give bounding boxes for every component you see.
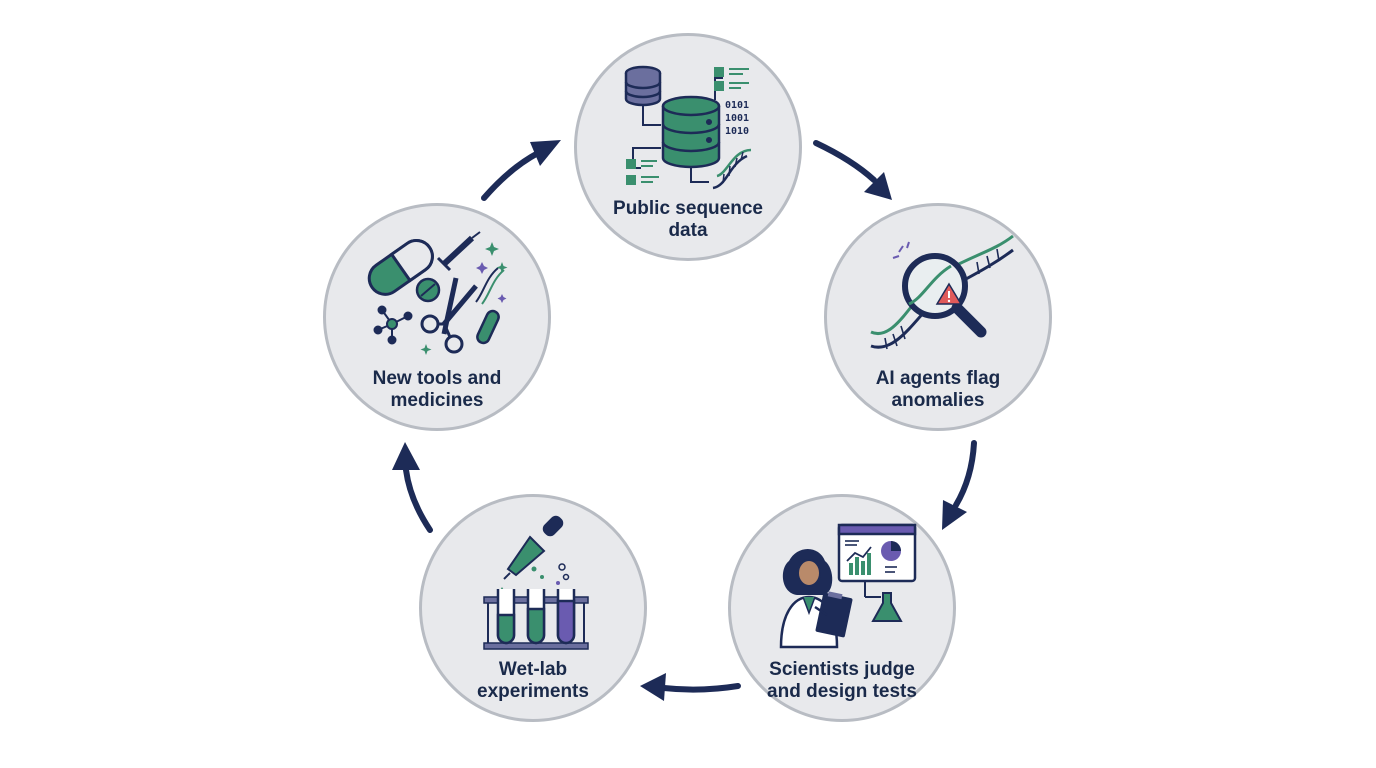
node-ai-agents-flag-anomalies: AI agents flag anomalies [824,203,1052,431]
arrow-wetlab-to-tools [392,442,433,533]
binary-line-2: 1001 [725,113,749,124]
label-line-2: anomalies [891,390,985,411]
syringe-icon [436,231,481,272]
node-new-tools-and-medicines: New tools and medicines [323,203,551,431]
test-tube-icon [476,309,500,345]
pill-scissors-icon [367,231,508,355]
label-line-2: experiments [477,681,589,702]
binary-line-3: 1010 [725,126,749,137]
database-icon: 0101 1001 1010 [624,65,752,190]
node-wet-lab-experiments: Wet-lab experiments [419,494,647,722]
scientist-icon [779,549,853,649]
binary-line-1: 0101 [725,100,749,111]
arrow-scientists-to-wetlab [640,673,741,701]
arrow-tools-to-data [481,140,561,201]
label-line-1: New tools and [372,368,502,389]
scissors-icon [420,277,478,354]
label-public-sequence-data: Public sequence data [591,198,785,242]
label-ai-agents-flag-anomalies: AI agents flag anomalies [841,368,1035,412]
label-line-2: data [668,220,708,241]
label-line-1: Public sequence [613,198,763,219]
arrow-ai-to-scientists [942,440,977,530]
label-scientists-judge-design-tests: Scientists judge and design tests [745,659,939,703]
label-line-2: and design tests [767,681,917,702]
warning-icon [935,282,963,305]
tablet-icon [415,277,441,303]
test-tubes-icon [483,515,589,650]
pipette-icon [503,515,564,580]
label-wet-lab-experiments: Wet-lab experiments [436,659,630,703]
label-line-1: Scientists judge [769,659,915,680]
capsule-icon [367,239,434,296]
node-public-sequence-data: 0101 1001 1010 Public sequence data [574,33,802,261]
label-new-tools-and-medicines: New tools and medicines [340,368,534,412]
label-line-2: medicines [390,390,484,411]
node-scientists-judge-design-tests: Scientists judge and design tests [728,494,956,722]
dashboard-icon [837,523,917,583]
molecule-icon [373,305,413,345]
flask-icon [871,592,903,622]
arrow-data-to-ai [813,140,892,200]
label-line-1: AI agents flag [875,368,1001,389]
scientist-dashboard-icon [779,523,917,649]
dna-icon [712,148,752,190]
magnifier-dna-icon [870,234,1014,350]
label-line-1: Wet-lab [498,659,568,680]
